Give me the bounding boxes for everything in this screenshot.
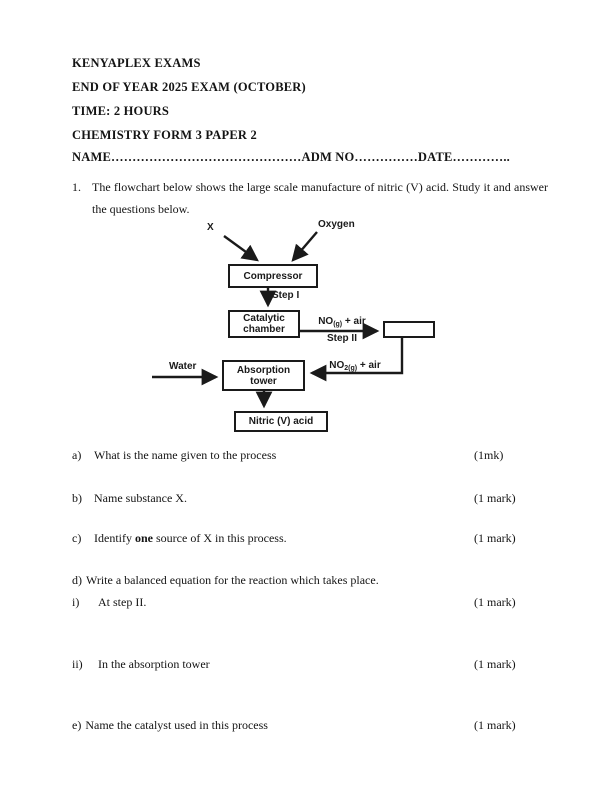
exam-subject: CHEMISTRY FORM 3 PAPER 2 <box>72 128 257 142</box>
question-1-text: The flowchart below shows the large scal… <box>92 180 548 216</box>
question-d-ii-row: ii) In the absorption tower (1 mark) <box>72 657 548 672</box>
question-b-text: Name substance X. <box>94 491 187 505</box>
question-d-text: Write a balanced equation for the reacti… <box>86 573 379 587</box>
input-label-x: X <box>207 222 214 233</box>
no-gas-formula: NO <box>318 316 334 327</box>
arrow-x-to-compressor <box>223 235 259 262</box>
no2-gas-subscript: 2(g) <box>344 365 358 372</box>
question-c-text-suffix: source of X in this process. <box>153 531 287 545</box>
no-gas-plus-air: + air <box>342 316 366 327</box>
no2-gas-plus-air: + air <box>357 360 381 371</box>
question-b-row: b) Name substance X. (1 mark) <box>72 491 548 506</box>
unlabeled-cooling-box <box>383 321 435 338</box>
absorption-tower-label-line1: Absorption <box>236 364 291 376</box>
catalytic-chamber-label-line1: Catalytic <box>243 313 285 324</box>
question-c-row: c) Identify one source of X in this proce… <box>72 531 548 546</box>
question-d-label: d) <box>72 573 82 587</box>
catalytic-chamber-label-line2: chamber <box>243 324 285 335</box>
question-a-label: a) <box>72 448 82 462</box>
question-c-label: c) <box>72 531 82 545</box>
question-d-i-marks: (1 mark) <box>474 595 516 609</box>
no-gas-subscript: (g) <box>333 321 343 328</box>
question-d-row: d) Write a balanced equation for the reac… <box>72 573 548 588</box>
no2-gas-formula: NO <box>329 360 345 371</box>
exam-time: TIME: 2 HOURS <box>72 104 170 118</box>
question-d-ii-text: In the absorption tower <box>98 657 210 671</box>
question-d-i-label: i) <box>72 595 80 609</box>
question-d-ii-label: ii) <box>72 657 83 671</box>
question-1-number: 1. <box>72 180 81 194</box>
question-c-text-bold: one <box>135 531 153 545</box>
question-d-i-row: i) At step II. (1 mark) <box>72 595 548 610</box>
name-adm-date-line: NAME………………………………………ADM NO……………DATE………….. <box>72 150 510 164</box>
water-label: Water <box>169 361 197 372</box>
question-d-i-text: At step II. <box>98 595 147 609</box>
no2-gas-label: NO2(g) + air <box>318 360 392 372</box>
exam-board-title: KENYAPLEX EXAMS <box>72 56 201 70</box>
absorption-tower-label-line2: tower <box>250 375 277 387</box>
nitric-acid-label: Nitric (V) acid <box>248 416 314 427</box>
step1-label: Step I <box>272 290 300 301</box>
question-d-ii-marks: (1 mark) <box>474 657 516 671</box>
question-b-label: b) <box>72 491 82 505</box>
exam-title: END OF YEAR 2025 EXAM (OCTOBER) <box>72 80 306 94</box>
input-label-oxygen: Oxygen <box>318 219 355 230</box>
question-e-marks: (1 mark) <box>474 718 516 732</box>
compressor-box-label: Compressor <box>243 270 303 282</box>
absorption-tower-box: Absorption tower <box>222 360 305 391</box>
question-e-label: e) <box>72 718 82 732</box>
question-a-row: a)What is the name given to the process … <box>72 448 548 463</box>
question-b-marks: (1 mark) <box>474 491 516 505</box>
question-e-text: Name the catalyst used in this process <box>85 718 268 732</box>
question-c-marks: (1 mark) <box>474 531 516 545</box>
question-a-marks: (1mk) <box>474 448 504 462</box>
question-c-text: Identify one source of X in this process… <box>94 531 287 545</box>
flowchart-connectors <box>152 231 404 409</box>
arrow-no2-cooler-to-absorption <box>309 337 404 382</box>
no-gas-label: NO(g) + air <box>303 316 381 328</box>
step2-label: Step II <box>326 333 357 344</box>
question-a-text: What is the name given to the process <box>94 448 277 462</box>
catalytic-chamber-box: Catalytic chamber <box>228 310 300 338</box>
question-c-text-prefix: Identify <box>94 531 135 545</box>
question-e-row: e)Name the catalyst used in this process… <box>72 718 548 733</box>
arrow-oxygen-to-compressor <box>291 231 318 262</box>
compressor-box: Compressor <box>228 264 318 288</box>
nitric-acid-box: Nitric (V) acid <box>234 411 328 432</box>
question-1-intro: 1. The flowchart below shows the large s… <box>72 176 548 220</box>
